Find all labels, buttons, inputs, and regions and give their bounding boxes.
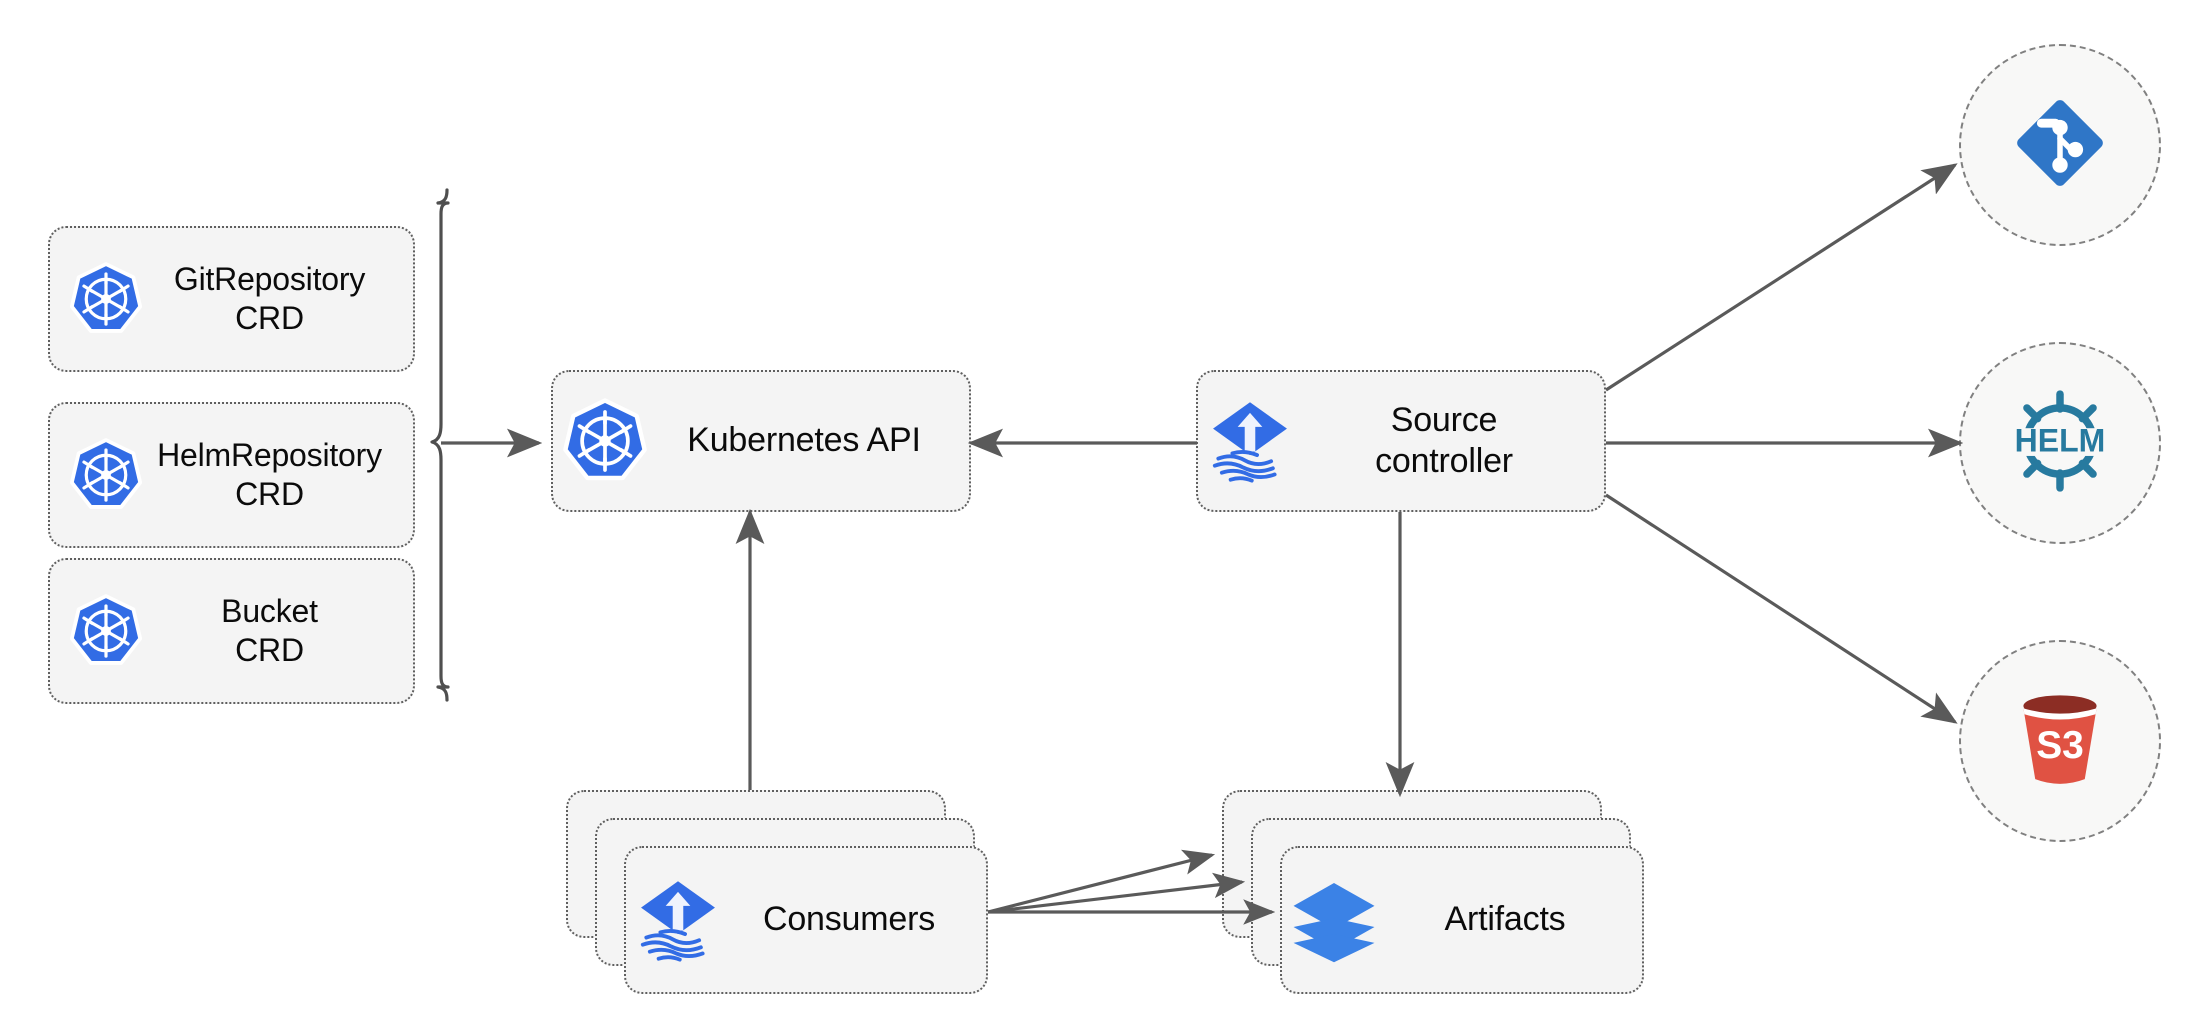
node-label: Artifacts — [1444, 900, 1566, 939]
kubernetes-icon — [68, 261, 144, 337]
kubernetes-icon — [561, 397, 649, 485]
flux-icon — [634, 876, 722, 964]
crd-box-bucket[interactable]: Bucket CRD — [48, 558, 415, 704]
git-icon — [2005, 88, 2115, 203]
node-consumers[interactable]: Consumers — [624, 846, 988, 994]
crd-label: HelmRepository CRD — [157, 436, 382, 512]
crd-box-helmrepository[interactable]: HelmRepository CRD — [48, 402, 415, 548]
crd-box-gitrepository[interactable]: GitRepository CRD — [48, 226, 415, 372]
kubernetes-icon — [68, 437, 144, 513]
helm-label: HELM — [2015, 422, 2106, 458]
external-source-s3[interactable]: S3 — [1959, 640, 2161, 842]
s3-bucket-icon: S3 — [2001, 680, 2119, 803]
node-label: Source controller — [1375, 400, 1513, 480]
external-source-git[interactable] — [1959, 44, 2161, 246]
kubernetes-icon — [68, 593, 144, 669]
arrow-consumers-to-artifacts-back — [987, 849, 1216, 914]
arrow-consumers-to-artifacts-mid — [987, 872, 1246, 914]
node-label: Kubernetes API — [687, 421, 921, 460]
node-source-controller[interactable]: Source controller — [1196, 370, 1606, 512]
arrow-source-controller-to-s3 — [1605, 493, 1958, 724]
node-kubernetes-api[interactable]: Kubernetes API — [551, 370, 971, 512]
crd-label: GitRepository CRD — [173, 260, 366, 336]
node-artifacts[interactable]: Artifacts — [1280, 846, 1644, 994]
arrow-source-controller-to-git — [1605, 163, 1958, 392]
helm-icon: HELM — [1996, 377, 2124, 510]
external-source-helm[interactable]: HELM — [1959, 342, 2161, 544]
s3-label: S3 — [2036, 723, 2084, 766]
layers-icon — [1290, 876, 1378, 964]
crd-label: Bucket CRD — [221, 592, 318, 668]
crd-group-brace — [430, 188, 450, 702]
flux-icon — [1206, 397, 1294, 485]
node-label: Consumers — [762, 900, 936, 939]
